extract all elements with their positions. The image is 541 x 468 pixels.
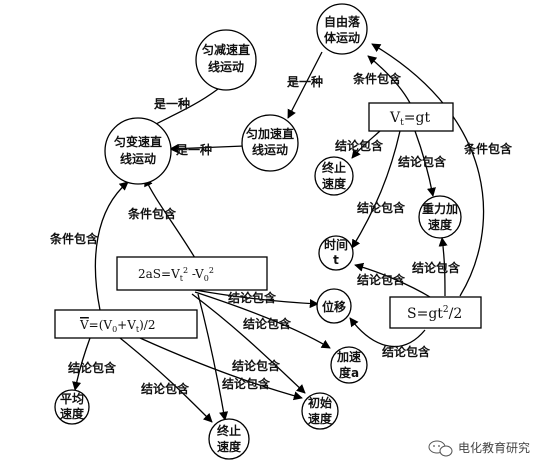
node-zhongzhi-bottom: 终止 速度 — [208, 418, 250, 460]
edge-vtgt-zhongli — [414, 130, 436, 197]
svg-text:线运动: 线运动 — [120, 151, 156, 166]
svg-text:匀变速直: 匀变速直 — [114, 134, 162, 149]
label-jielun-10: 结论包含 — [222, 376, 271, 391]
label-jielun-4: 结论包含 — [412, 260, 461, 275]
edge-yunjia-yunbian — [169, 144, 245, 154]
node-jiasudu: 加速 度a — [330, 346, 368, 384]
svg-text:重力加: 重力加 — [422, 201, 458, 216]
edge-as2-yunbian — [144, 177, 196, 259]
svg-text:平均: 平均 — [60, 391, 84, 406]
label-tiaojian-1: 条件包含 — [352, 71, 402, 86]
wechat-icon — [428, 440, 453, 457]
edge-as2-chushi — [191, 293, 306, 394]
node-ziyou: 自由落 体运动 — [316, 3, 368, 55]
svg-text:位移: 位移 — [322, 299, 346, 314]
label-jielun-6: 结论包含 — [228, 290, 277, 305]
label-jielun-5: 结论包含 — [357, 272, 406, 287]
edge-sgt2-weiyi — [349, 317, 426, 348]
label-jielun-2: 结论包含 — [398, 154, 447, 169]
svg-text:加速: 加速 — [336, 349, 361, 364]
svg-text:t: t — [333, 253, 339, 267]
svg-text:电化教育研究: 电化教育研究 — [458, 440, 530, 455]
svg-text:S=gt2/2: S=gt2/2 — [407, 305, 462, 322]
svg-text:速度: 速度 — [60, 406, 85, 421]
edge-vtgt-ziyou — [367, 55, 411, 104]
label-jielun-3: 结论包含 — [357, 200, 406, 215]
label-jielun-1: 结论包含 — [335, 138, 384, 153]
node-zhongzhi-top: 终止 速度 — [314, 156, 354, 196]
label-jielun-8: 结论包含 — [382, 344, 431, 359]
node-shijian: 时间 t — [318, 235, 354, 271]
svg-text:匀加速直: 匀加速直 — [246, 126, 294, 141]
edge-vtgt-shijian — [351, 130, 401, 249]
label-shi-1: 是一种 — [153, 96, 190, 111]
svg-text:V=(V0+Vt)/2: V=(V0+Vt)/2 — [79, 318, 155, 334]
edges — [72, 43, 485, 423]
edge-sgt2-ziyou — [371, 43, 485, 297]
label-tiaojian-3: 条件包含 — [127, 206, 177, 221]
svg-text:度a: 度a — [339, 365, 359, 380]
formula-vavg: V=(V0+Vt)/2 — [54, 309, 198, 339]
watermark: 电化教育研究 — [428, 440, 530, 457]
svg-text:速度: 速度 — [217, 439, 242, 454]
formula-s-gt2: S=gt2/2 — [389, 296, 482, 329]
svg-text:速度: 速度 — [308, 411, 333, 426]
svg-text:匀减速直: 匀减速直 — [202, 42, 250, 57]
svg-text:初始: 初始 — [308, 395, 332, 410]
edge-vavg-chushi — [139, 337, 303, 401]
node-pingjun: 平均 速度 — [54, 389, 90, 425]
svg-text:线运动: 线运动 — [208, 59, 244, 74]
svg-text:2aS=Vt2 -V02: 2aS=Vt2 -V02 — [138, 266, 214, 283]
edge-sgt2-shijian — [354, 262, 431, 298]
edge-as2-weiyi — [194, 289, 319, 309]
formula-vt-gt: Vt=gt — [368, 102, 454, 132]
node-yunjian: 匀减速直 线运动 — [195, 29, 257, 91]
label-shi-3: 是一种 — [286, 74, 323, 89]
svg-text:时间: 时间 — [324, 237, 348, 252]
svg-text:体运动: 体运动 — [324, 30, 360, 45]
edge-as2-zhongzhi2 — [197, 293, 229, 421]
label-jielun-7: 结论包含 — [243, 316, 292, 331]
svg-text:速度: 速度 — [322, 176, 347, 191]
edge-labels: 是一种 是一种 是一种 条件包含 条件包含 结论包含 结论包含 结论包含 条件包… — [49, 71, 513, 396]
edge-as2-jiasudu — [194, 291, 331, 349]
label-jielun-12: 结论包含 — [141, 381, 190, 396]
svg-text:终止: 终止 — [322, 160, 346, 175]
edge-vavg-pingjun — [72, 337, 91, 391]
label-shi-2: 是一种 — [175, 142, 212, 157]
node-chushi: 初始 速度 — [301, 392, 339, 430]
label-jielun-11: 结论包含 — [68, 360, 117, 375]
node-zhongli: 重力加 速度 — [418, 195, 462, 239]
edge-vtgt-zhongzhi1 — [351, 130, 381, 159]
svg-text:终止: 终止 — [217, 423, 241, 438]
label-tiaojian-4: 条件包含 — [49, 231, 99, 246]
svg-text:速度: 速度 — [428, 217, 453, 232]
svg-text:Vt=gt: Vt=gt — [389, 110, 430, 128]
edge-sgt2-zhongli — [438, 237, 448, 297]
edge-vavg-zhongzhi2 — [119, 337, 213, 423]
edge-vavg-yunbian — [94, 181, 129, 311]
formula-2as: 2aS=Vt2 -V02 — [116, 256, 268, 291]
label-tiaojian-2: 条件包含 — [463, 141, 513, 156]
svg-text:自由落: 自由落 — [324, 14, 361, 29]
node-yunjia: 匀加速直 线运动 — [241, 114, 299, 172]
edge-ziyou-yunjia — [287, 51, 323, 119]
svg-text:线运动: 线运动 — [252, 142, 288, 157]
label-jielun-9: 结论包含 — [232, 358, 281, 373]
node-yunbian: 匀变速直 线运动 — [104, 117, 172, 185]
node-weiyi: 位移 — [316, 288, 352, 324]
